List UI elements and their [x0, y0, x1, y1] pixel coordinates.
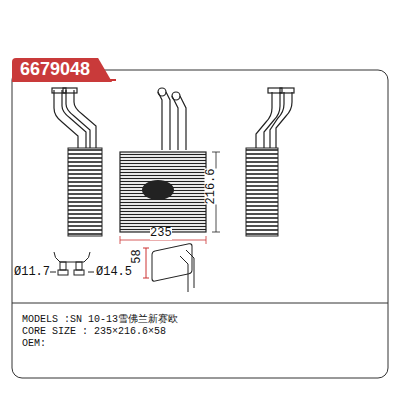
- dimension-label: Ø11.7: [14, 266, 50, 279]
- dimension-label: 216.6: [204, 168, 217, 204]
- dimension-label: 58: [131, 249, 144, 263]
- dimension-label: 235: [150, 227, 172, 240]
- part-number-tab: 6679048: [12, 58, 106, 80]
- dimension-label: Ø14.5: [96, 266, 132, 279]
- part-number: 6679048: [12, 58, 106, 80]
- info-panel: MODELS :SN 10-13雪佛兰新赛欧CORE SIZE : 235×21…: [22, 314, 178, 350]
- info-line: OEM:: [22, 338, 178, 350]
- info-line: MODELS :SN 10-13雪佛兰新赛欧: [22, 314, 178, 326]
- info-line: CORE SIZE : 235×216.6×58: [22, 326, 178, 338]
